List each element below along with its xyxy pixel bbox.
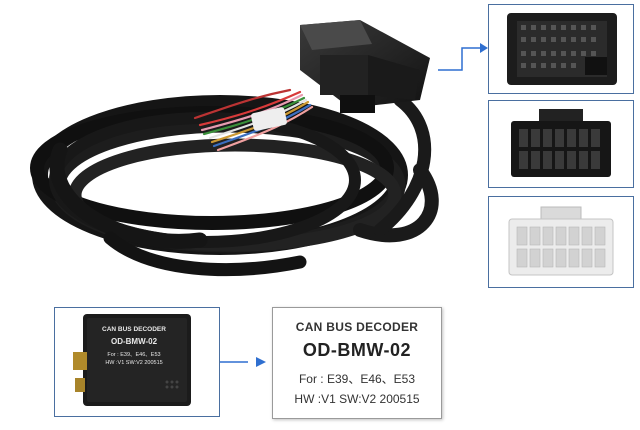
white-connector-image <box>508 206 614 276</box>
decoder-label-callout: CAN BUS DECODER OD-BMW-02 For : E39、E46、… <box>272 307 442 419</box>
thumbnail-white-connector <box>488 196 634 288</box>
label-compatibility: For : E39、E46、E53 <box>298 372 416 386</box>
cable-coil <box>30 93 439 277</box>
colored-wires <box>193 88 314 152</box>
arrow-right-icon <box>480 43 488 53</box>
label-title: CAN BUS DECODER <box>295 320 419 334</box>
device-label-line2: OD-BMW-02 <box>110 337 158 346</box>
device-label-line1: CAN BUS DECODER <box>102 326 166 333</box>
thumbnail-quadlock-connector <box>488 4 634 94</box>
label-version: HW :V1 SW:V2 200515 <box>294 392 420 406</box>
main-connector <box>300 20 430 113</box>
decoder-box-image <box>73 314 191 406</box>
quadlock-connector-image <box>507 13 617 85</box>
cable-tag <box>251 107 287 131</box>
label-model: OD-BMW-02 <box>302 340 412 360</box>
device-label-line4: HW :V1 SW:V2 200515 <box>105 360 163 366</box>
thumbnail-decoder-device <box>54 307 220 417</box>
device-label-line3: For : E39、E46、E53 <box>107 352 161 358</box>
decoder-device-label: CAN BUS DECODER OD-BMW-02 For : E39、E46、… <box>86 316 182 404</box>
arrow-right-icon <box>256 357 266 367</box>
thumbnail-black-16pin-connector <box>488 100 634 188</box>
black-connector-image <box>511 109 611 177</box>
pointer-line <box>218 47 480 363</box>
